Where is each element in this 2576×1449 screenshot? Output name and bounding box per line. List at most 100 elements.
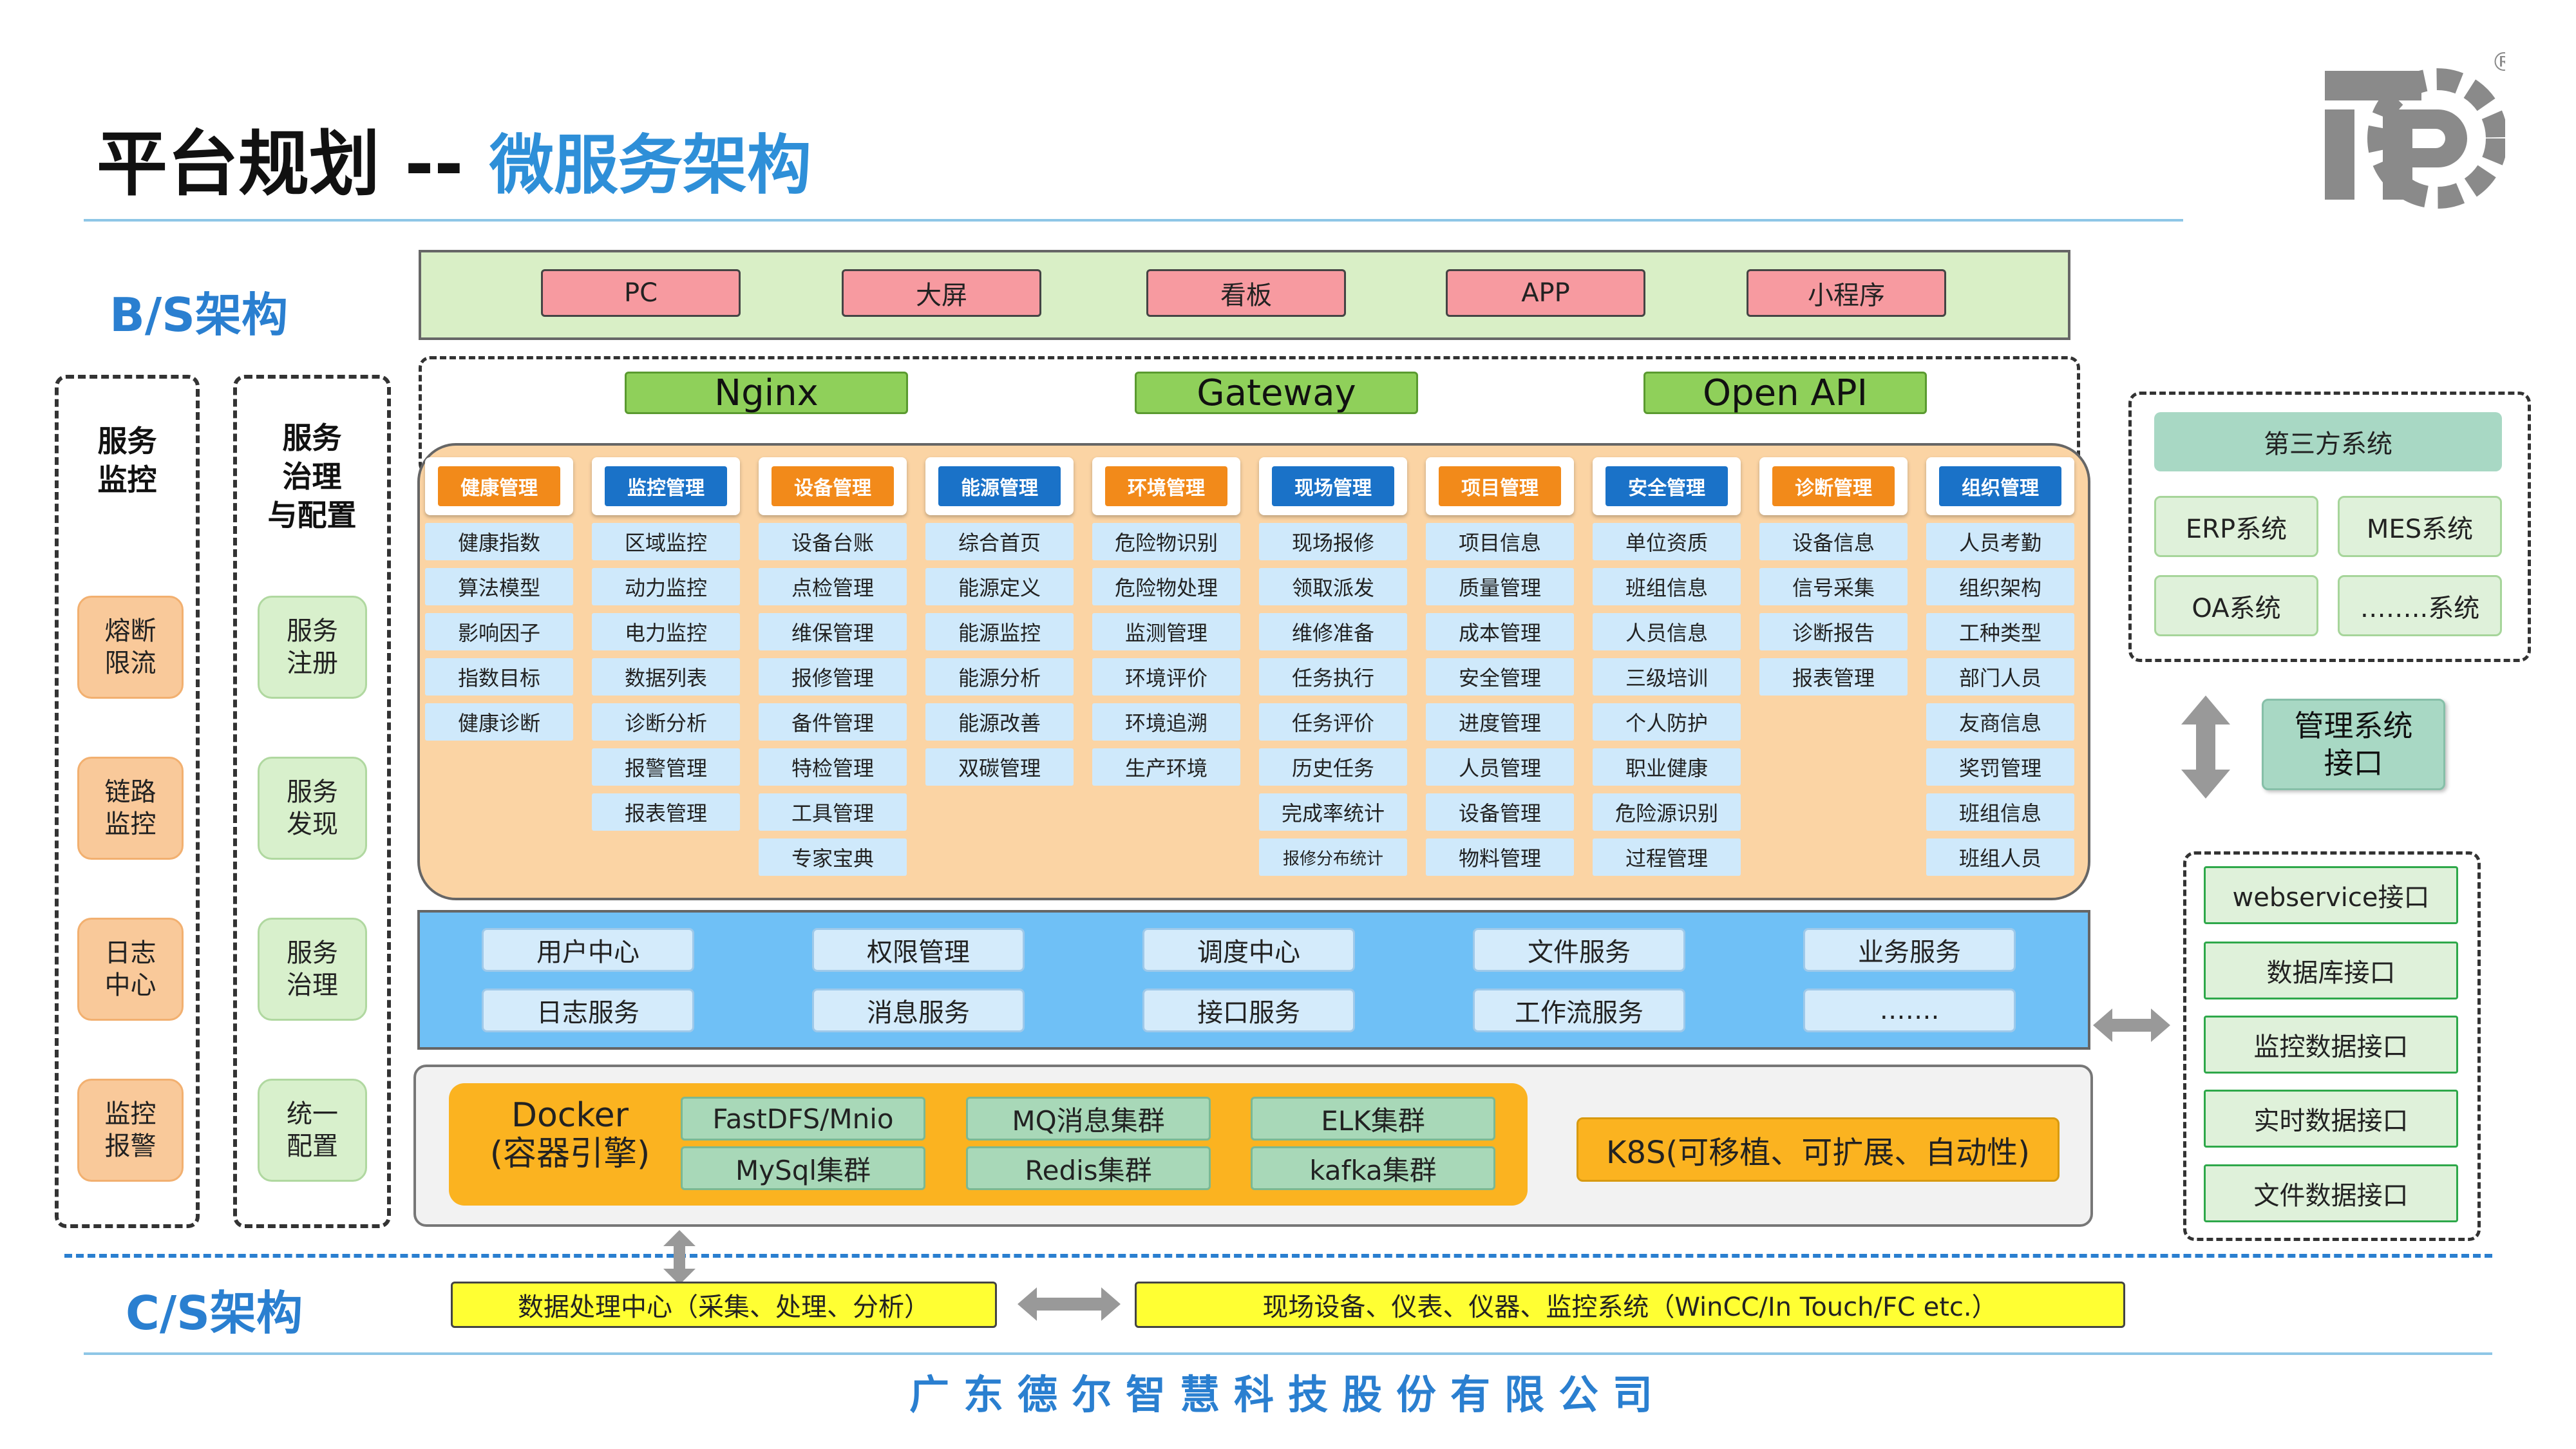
module-header: 安全管理 xyxy=(1593,457,1741,515)
module-column: 健康管理健康指数算法模型影响因子指数目标健康诊断 xyxy=(425,457,573,741)
gateway-nginx: Nginx xyxy=(625,372,908,414)
module-title: 现场管理 xyxy=(1272,466,1394,506)
mgmt-system-interface: 管理系统 接口 xyxy=(2262,699,2445,790)
module-header: 能源管理 xyxy=(925,457,1074,515)
erp-system: ERP系统 xyxy=(2154,496,2318,557)
trace-monitor-box: 链路 监控 xyxy=(77,757,184,860)
module-item: 诊断报告 xyxy=(1759,613,1908,650)
module-item: 信号采集 xyxy=(1759,568,1908,605)
module-item: 能源改善 xyxy=(925,703,1074,741)
module-title: 能源管理 xyxy=(938,466,1061,506)
service-button: 工作流服务 xyxy=(1473,989,1685,1032)
module-item: 任务执行 xyxy=(1259,658,1407,696)
horizontal-double-arrow-icon xyxy=(2093,1009,2170,1042)
infra-redis: Redis集群 xyxy=(966,1146,1211,1190)
module-header: 监控管理 xyxy=(592,457,740,515)
module-title: 健康管理 xyxy=(438,466,560,506)
module-item: 设备信息 xyxy=(1759,523,1908,560)
service-button: 权限管理 xyxy=(812,928,1025,972)
registered-mark: ® xyxy=(2491,48,2505,77)
module-item: 影响因子 xyxy=(425,613,573,650)
module-item: 环境评价 xyxy=(1092,658,1240,696)
title-divider xyxy=(84,219,2183,222)
module-item: 三级培训 xyxy=(1593,658,1741,696)
module-header: 健康管理 xyxy=(425,457,573,515)
service-register-box: 服务 注册 xyxy=(258,596,367,699)
module-item: 危险源识别 xyxy=(1593,793,1741,831)
module-item: 特检管理 xyxy=(759,748,907,786)
infra-fastdfs: FastDFS/Mnio xyxy=(681,1097,925,1141)
module-item: 区域监控 xyxy=(592,523,740,560)
module-item: 报警管理 xyxy=(592,748,740,786)
module-item: 人员管理 xyxy=(1426,748,1574,786)
module-item: 班组信息 xyxy=(1926,793,2074,831)
module-item: 能源监控 xyxy=(925,613,1074,650)
mes-system: MES系统 xyxy=(2338,496,2502,557)
database-interface: 数据库接口 xyxy=(2204,942,2458,999)
service-button: 用户中心 xyxy=(482,928,694,972)
module-title: 环境管理 xyxy=(1105,466,1227,506)
k8s-box: K8S(可移植、可扩展、自动性) xyxy=(1577,1117,2060,1182)
module-item: 报修管理 xyxy=(759,658,907,696)
client-mini-program: 小程序 xyxy=(1747,269,1946,317)
module-item: 奖罚管理 xyxy=(1926,748,2074,786)
module-item: 物料管理 xyxy=(1426,838,1574,876)
service-button: 调度中心 xyxy=(1142,928,1355,972)
service-govern-box: 服务 治理 xyxy=(258,918,367,1021)
module-title: 设备管理 xyxy=(772,466,894,506)
module-item: 人员考勤 xyxy=(1926,523,2074,560)
module-item: 危险物识别 xyxy=(1092,523,1240,560)
module-item: 班组信息 xyxy=(1593,568,1741,605)
module-item: 报修分布统计 xyxy=(1259,838,1407,876)
other-system: ……..系统 xyxy=(2338,575,2502,636)
gateway-gateway: Gateway xyxy=(1135,372,1418,414)
module-item: 报表管理 xyxy=(592,793,740,831)
module-item: 健康诊断 xyxy=(425,703,573,741)
module-item: 历史任务 xyxy=(1259,748,1407,786)
bs-architecture-label: B/S架构 xyxy=(109,288,289,342)
page-title: 平台规划 -- xyxy=(97,123,464,205)
module-item: 双碳管理 xyxy=(925,748,1074,786)
service-governance-panel xyxy=(233,375,391,1228)
client-dashboard: 看板 xyxy=(1146,269,1346,317)
module-item: 数据列表 xyxy=(592,658,740,696)
service-monitor-title: 服务 监控 xyxy=(97,424,157,497)
module-item: 工具管理 xyxy=(759,793,907,831)
module-header: 诊断管理 xyxy=(1759,457,1908,515)
module-column: 组织管理人员考勤组织架构工种类型部门人员友商信息奖罚管理班组信息班组人员 xyxy=(1926,457,2074,876)
module-item: 班组人员 xyxy=(1926,838,2074,876)
module-item: 部门人员 xyxy=(1926,658,2074,696)
interface-panel xyxy=(2183,851,2481,1241)
module-column: 环境管理危险物识别危险物处理监测管理环境评价环境追溯生产环境 xyxy=(1092,457,1240,786)
module-column: 项目管理项目信息质量管理成本管理安全管理进度管理人员管理设备管理物料管理 xyxy=(1426,457,1574,876)
module-column: 监控管理区域监控动力监控电力监控数据列表诊断分析报警管理报表管理 xyxy=(592,457,740,831)
module-item: 环境追溯 xyxy=(1092,703,1240,741)
third-party-title: 第三方系统 xyxy=(2154,412,2502,471)
module-item: 领取派发 xyxy=(1259,568,1407,605)
module-item: 工种类型 xyxy=(1926,613,2074,650)
module-item: 项目信息 xyxy=(1426,523,1574,560)
infra-mysql: MySql集群 xyxy=(681,1146,925,1190)
vertical-double-arrow-icon xyxy=(2181,696,2230,799)
module-item: 质量管理 xyxy=(1426,568,1574,605)
module-item: 健康指数 xyxy=(425,523,573,560)
module-title: 项目管理 xyxy=(1439,466,1561,506)
business-modules: 健康管理健康指数算法模型影响因子指数目标健康诊断监控管理区域监控动力监控电力监控… xyxy=(425,457,2080,895)
oa-system: OA系统 xyxy=(2154,575,2318,636)
infra-cs-arrow-icon xyxy=(663,1230,696,1285)
module-header: 环境管理 xyxy=(1092,457,1240,515)
module-column: 能源管理综合首页能源定义能源监控能源分析能源改善双碳管理 xyxy=(925,457,1074,786)
module-title: 监控管理 xyxy=(605,466,727,506)
module-item: 算法模型 xyxy=(425,568,573,605)
module-item: 专家宝典 xyxy=(759,838,907,876)
footer-divider xyxy=(84,1352,2492,1355)
service-button: 接口服务 xyxy=(1142,989,1355,1032)
page-subtitle: 微服务架构 xyxy=(489,128,811,203)
unified-config-box: 统一 配置 xyxy=(258,1079,367,1182)
module-item: 任务评价 xyxy=(1259,703,1407,741)
module-item: 能源分析 xyxy=(925,658,1074,696)
webservice-interface: webservice接口 xyxy=(2204,866,2458,924)
service-button: 业务服务 xyxy=(1803,928,2016,972)
cs-architecture-label: C/S架构 xyxy=(126,1286,303,1340)
field-devices: 现场设备、仪表、仪器、监控系统（WinCC/In Touch/FC etc.） xyxy=(1135,1282,2125,1328)
